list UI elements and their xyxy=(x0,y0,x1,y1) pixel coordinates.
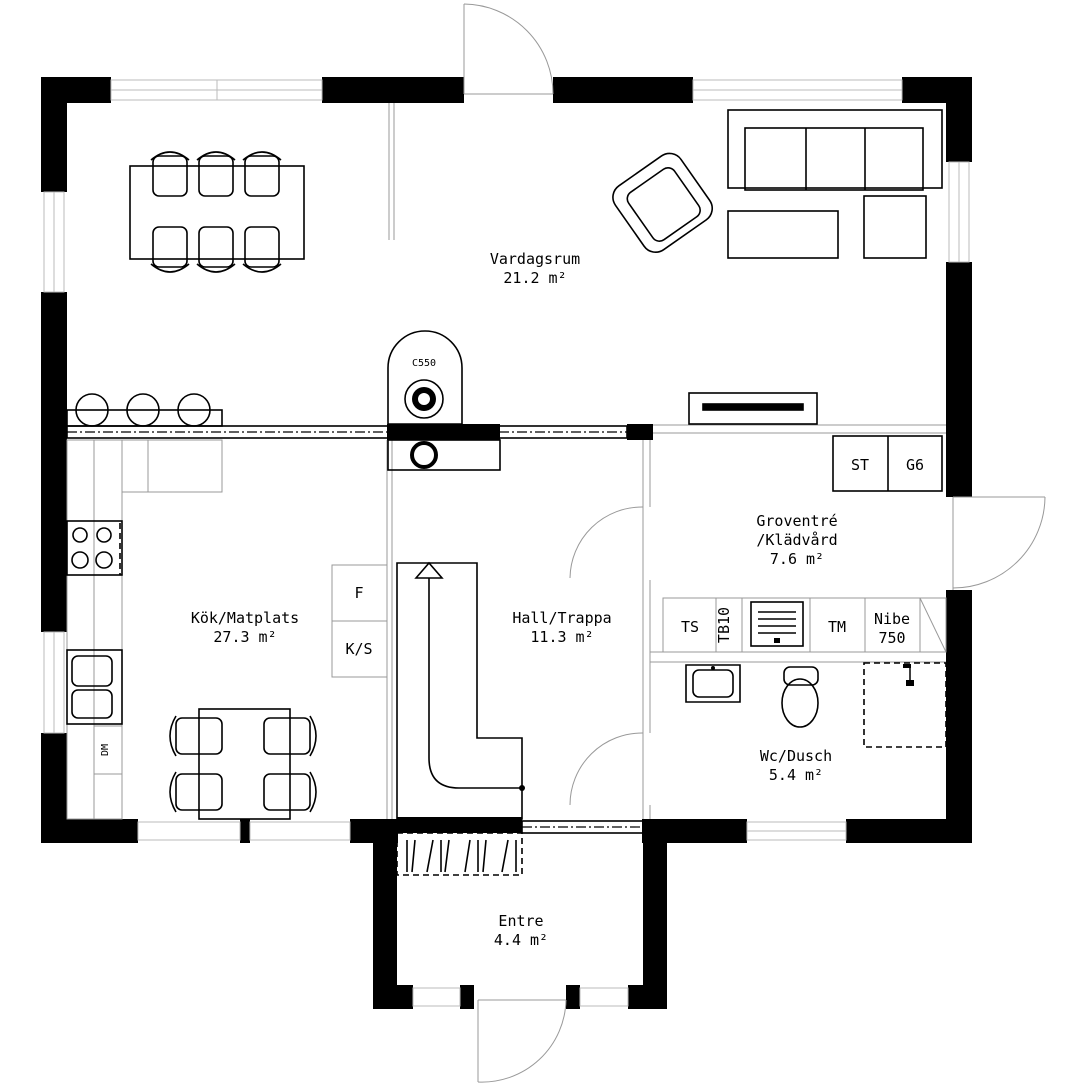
dishwasher-label: DM xyxy=(100,744,111,756)
groventre-name-1: Groventré xyxy=(756,512,837,530)
fridge-freezer: F K/S xyxy=(331,564,388,678)
hall-name: Hall/Trappa xyxy=(512,609,611,627)
st-label: ST xyxy=(851,456,869,474)
vardagsrum-name: Vardagsrum xyxy=(490,250,580,268)
bar-stools xyxy=(66,393,223,427)
kok-area: 27.3 m² xyxy=(213,628,276,646)
armchair xyxy=(612,152,714,254)
kok-name: Kök/Matplats xyxy=(191,609,299,627)
entre-area: 4.4 m² xyxy=(494,931,548,949)
tb10-label: TB10 xyxy=(715,607,733,643)
room-labels: Vardagsrum 21.2 m² Kök/Matplats 27.3 m² … xyxy=(191,250,838,949)
kitchen-dining-set xyxy=(169,708,317,820)
groventre-name-2: /Klädvård xyxy=(756,531,837,549)
fridge-label: F xyxy=(354,584,363,602)
kitchen-counter: DM xyxy=(66,439,223,820)
doors xyxy=(463,3,1046,1083)
wc-area: 5.4 m² xyxy=(769,766,823,784)
fireplace-label: C550 xyxy=(412,358,436,369)
entre-name: Entre xyxy=(498,912,543,930)
nibe-label-1: Nibe xyxy=(874,610,910,628)
tm-label: TM xyxy=(828,618,846,636)
hall-area: 11.3 m² xyxy=(530,628,593,646)
groventre-area: 7.6 m² xyxy=(770,550,824,568)
g6-label: G6 xyxy=(906,456,924,474)
freezer-label: K/S xyxy=(345,640,372,658)
vardagsrum-area: 21.2 m² xyxy=(503,269,566,287)
tv-bench xyxy=(688,392,818,425)
windows xyxy=(43,79,970,1007)
fireplace: C550 xyxy=(387,330,501,471)
entre-wardrobe xyxy=(396,832,523,876)
nibe-label-2: 750 xyxy=(878,629,905,647)
staircase xyxy=(396,561,525,820)
exterior-walls xyxy=(41,77,972,1009)
interior-walls xyxy=(66,103,946,834)
dining-set-living xyxy=(129,151,305,273)
sofa xyxy=(727,109,943,259)
wc-fixtures xyxy=(685,662,947,748)
groventre-appliances: ST G6 TS TB10 TM Nibe 750 xyxy=(662,435,947,653)
ts-label: TS xyxy=(681,618,699,636)
wc-name: Wc/Dusch xyxy=(760,747,832,765)
